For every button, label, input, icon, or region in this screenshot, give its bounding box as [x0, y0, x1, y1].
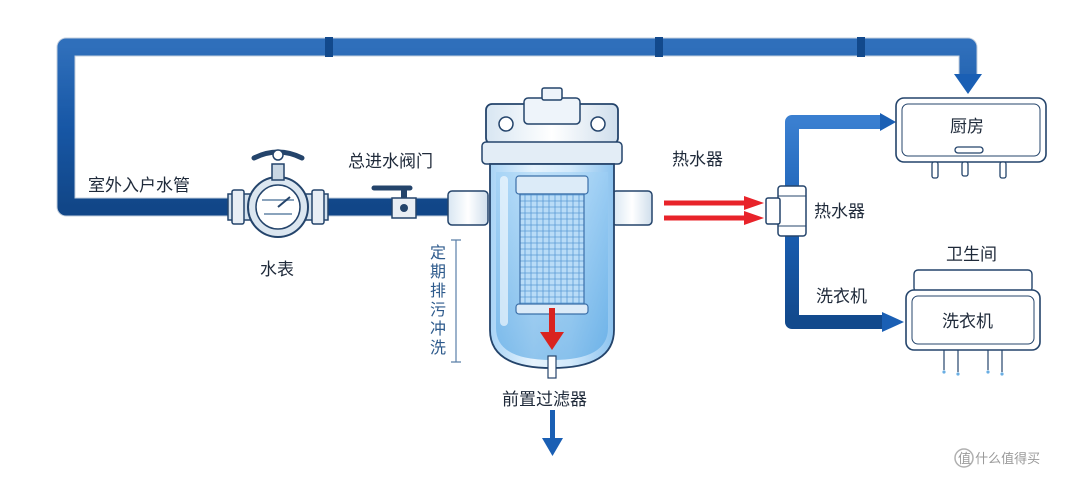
- tee-junction: [765, 185, 807, 237]
- label-periodic-flush-char: 污: [430, 300, 446, 319]
- label-water-meter: 水表: [260, 260, 294, 280]
- label-heater-junction: 热水器: [814, 202, 865, 222]
- drain-outlet-arrow: [542, 410, 563, 456]
- washer-branch-arrow: [882, 312, 904, 332]
- watermark: 值 什么值得买: [954, 448, 1040, 468]
- kitchen-inlet-arrow: [954, 74, 982, 94]
- kitchen-branch-arrow: [880, 113, 896, 131]
- label-kitchen: 厨房: [950, 117, 984, 137]
- label-periodic-flush-char: 冲: [430, 319, 446, 338]
- label-periodic-flush-char: 期: [430, 262, 446, 281]
- water-meter: [227, 149, 329, 238]
- label-periodic-flush-char: 定: [430, 243, 446, 262]
- label-periodic-flush: 定 期 排 污 冲 洗: [430, 243, 446, 357]
- label-periodic-flush-char: 排: [430, 281, 446, 300]
- kitchen-water-heater: [895, 97, 1047, 179]
- main-valve: [371, 185, 417, 219]
- label-pre-filter: 前置过滤器: [502, 390, 587, 410]
- label-washer: 洗衣机: [942, 312, 993, 332]
- watermark-text: 值 什么值得买: [958, 451, 1040, 467]
- label-outdoor-pipe: 室外入户水管: [88, 176, 190, 196]
- main-pipe: [56, 37, 978, 217]
- hot-water-arrows: [664, 196, 764, 225]
- watermark-logo-icon: [954, 448, 974, 468]
- label-bathroom: 卫生间: [946, 245, 997, 265]
- pre-filter: [447, 87, 653, 379]
- label-main-valve: 总进水阀门: [348, 152, 433, 172]
- label-periodic-flush-char: 洗: [430, 338, 446, 357]
- label-washer-pipe: 洗衣机: [816, 287, 867, 307]
- washing-machine: [905, 269, 1041, 376]
- flush-down-arrow: [540, 308, 564, 350]
- flush-bracket: [451, 239, 461, 363]
- label-heater-flow: 热水器: [672, 150, 723, 170]
